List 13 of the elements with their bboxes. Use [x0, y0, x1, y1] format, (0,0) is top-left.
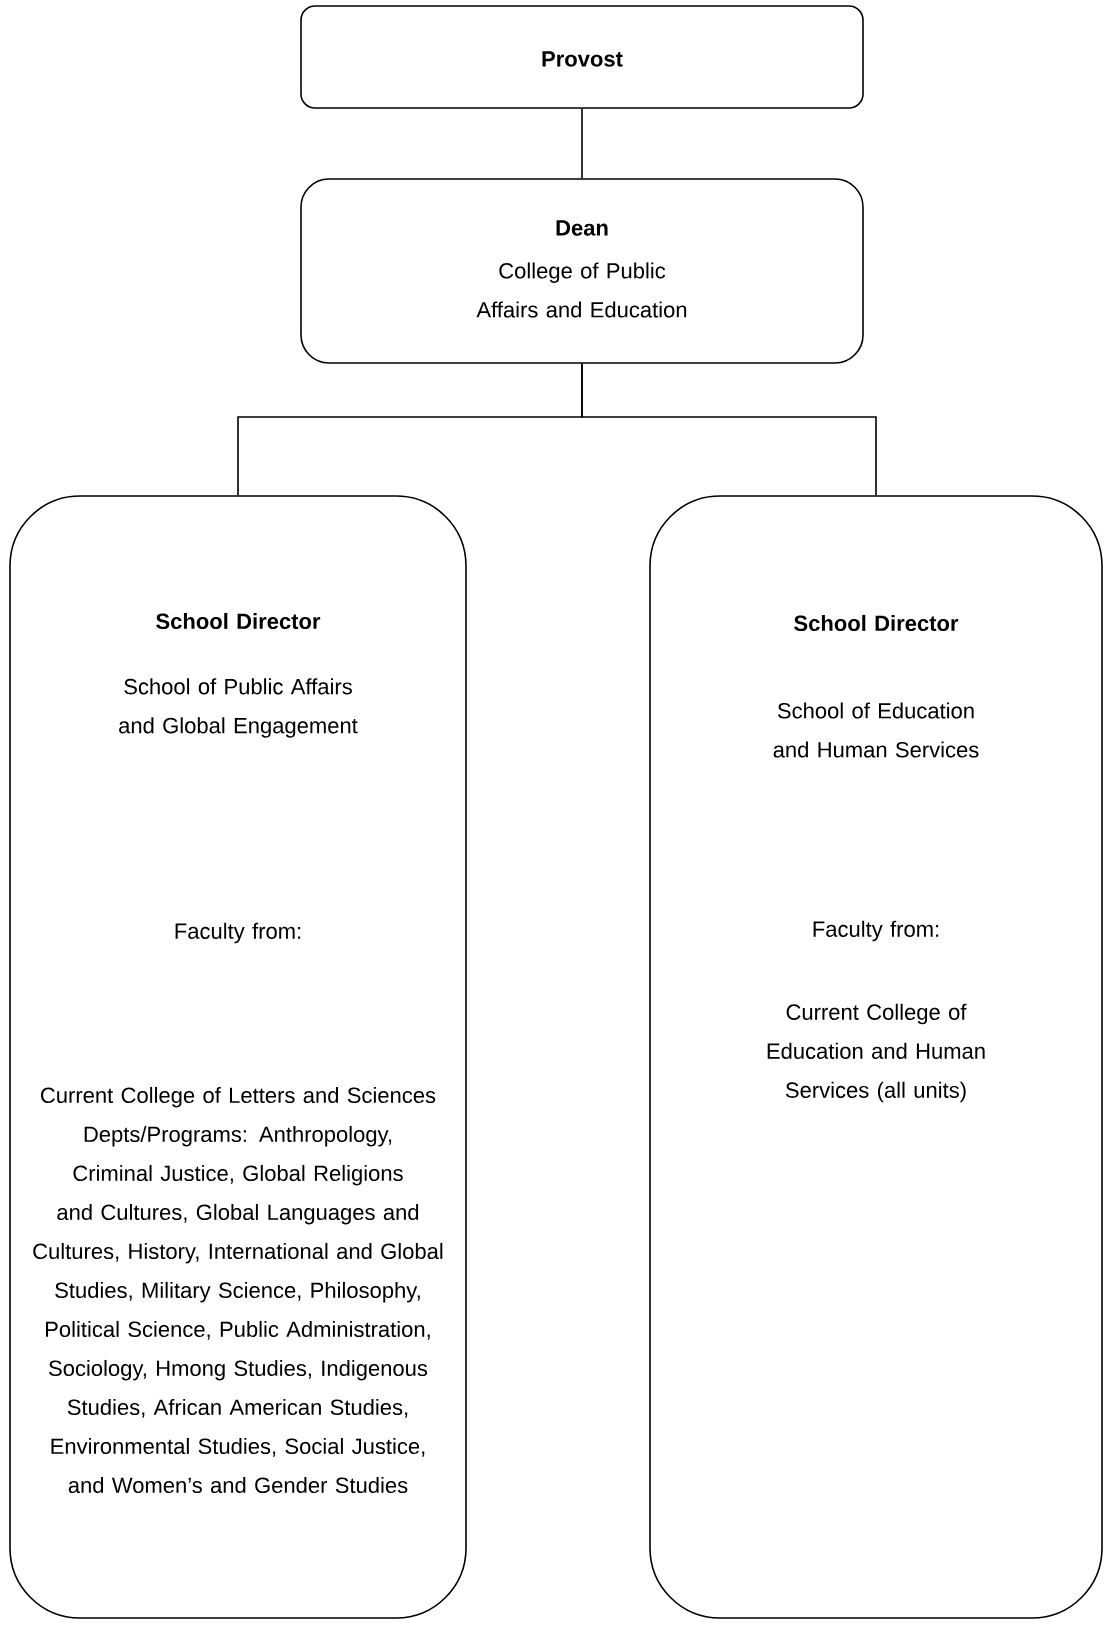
unit-list: Current College of Letters and Sciences Depts/Programs: Anthropology, Criminal Justice, Global Religions and Cultures, Global Languages and Cultures, History, International and Global Studies, Military Science, Philosophy, Political Science, Public Administration, Sociology, Hmong Studies, Indigenous Studies, African American Studies, Environmental Studies, Social Justice, and Women’s and Gender Studies: [33, 1086, 443, 1494]
unit-name: School of Public Affairs and Global Engagement: [119, 678, 358, 738]
unit-name: School of Education and Human Services: [773, 702, 979, 758]
unit-list: Current College of Education and Human Services (all units): [767, 1003, 985, 1103]
section-heading: Faculty from:: [175, 922, 301, 944]
role-title: School Director: [794, 614, 959, 632]
unit-name: College of Public Affairs and Education: [476, 262, 687, 318]
role-title: Provost: [542, 51, 623, 67]
connector-line: [581, 108, 583, 179]
connector-line: [581, 363, 877, 496]
section-heading: Faculty from:: [813, 920, 939, 942]
role-title: School Director: [156, 612, 321, 630]
role-title: Dean: [556, 220, 608, 236]
